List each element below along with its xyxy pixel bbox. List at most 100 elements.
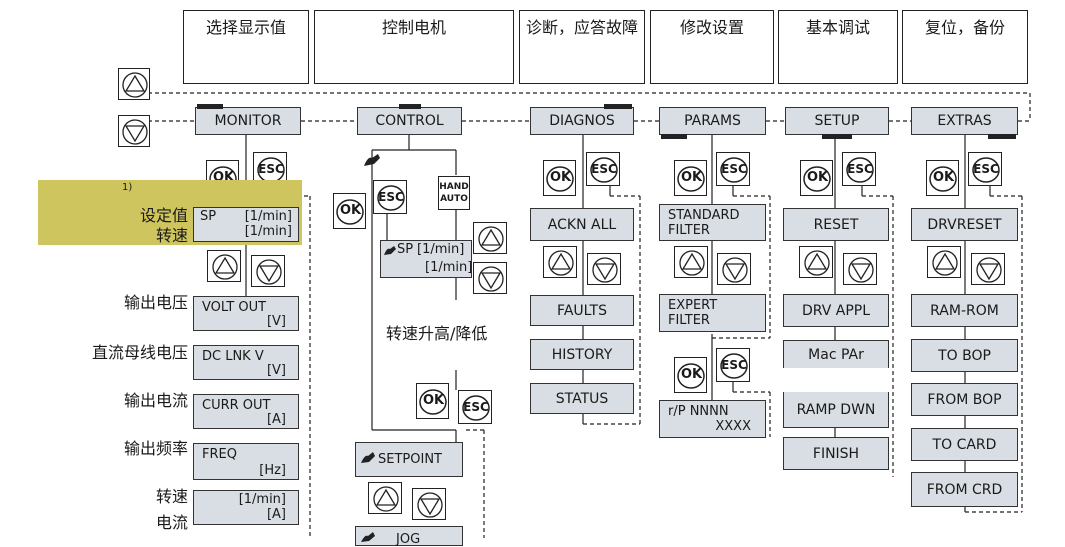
control-setpoint[interactable]: SETPOINT (355, 442, 463, 477)
esc-key-icon (377, 185, 405, 211)
diagnos-status[interactable]: STATUS (530, 383, 634, 414)
hand-auto-key-button[interactable]: HAND AUTO (438, 176, 470, 210)
monitor-dc-lnk[interactable]: DC LNK V [V] (193, 345, 299, 380)
esc-key-button[interactable]: ESC (842, 152, 876, 186)
header-label: 选择显示值 (205, 18, 286, 37)
header-label: 控制电机 (381, 18, 446, 37)
side-label-setpoint: 设定值 (139, 206, 188, 225)
up-key-button[interactable] (473, 222, 507, 254)
up-key-button[interactable] (799, 246, 833, 278)
extras-ram-rom[interactable]: RAM-ROM (911, 294, 1018, 327)
ok-key-button[interactable]: OK (674, 357, 707, 393)
diagnos-faults[interactable]: FAULTS (530, 295, 634, 326)
down-arrow-icon (122, 119, 148, 145)
header-label: 修改设置 (679, 18, 744, 37)
up-key-button[interactable] (118, 68, 150, 100)
ok-key-button[interactable]: OK (543, 160, 576, 196)
menu-params[interactable]: PARAMS (659, 107, 766, 135)
down-arrow-icon (848, 257, 874, 283)
header-modify-settings: 修改设置 (650, 10, 774, 84)
extras-drvreset[interactable]: DRVRESET (911, 208, 1018, 241)
ok-key-button[interactable]: OK (416, 383, 449, 419)
extras-to-bop[interactable]: TO BOP (911, 339, 1018, 372)
monitor-curr-out[interactable]: CURR OUT [A] (193, 394, 299, 429)
extras-from-crd[interactable]: FROM CRD (911, 472, 1018, 507)
monitor-volt-out[interactable]: VOLT OUT [V] (193, 296, 299, 331)
setup-finish[interactable]: FINISH (783, 437, 889, 470)
params-expert-filter[interactable]: EXPERT FILTER (659, 294, 766, 332)
up-key-button[interactable] (927, 246, 961, 278)
esc-key-button[interactable]: ESC (373, 180, 407, 214)
esc-key-button[interactable]: ESC (716, 348, 750, 382)
up-key-button[interactable] (674, 246, 708, 278)
menu-diagnos[interactable]: DIAGNOS (530, 107, 634, 135)
extras-to-card[interactable]: TO CARD (911, 428, 1018, 461)
item-label: FILTER (668, 223, 710, 238)
setup-reset[interactable]: RESET (783, 208, 889, 241)
menu-extras[interactable]: EXTRAS (911, 107, 1018, 135)
up-key-button[interactable] (207, 250, 241, 282)
monitor-sp-display[interactable]: SP [1/min] [1/min] (193, 207, 299, 242)
ok-key-button[interactable]: OK (333, 193, 366, 229)
auto-label: AUTO (440, 194, 468, 204)
up-key-button[interactable] (368, 482, 402, 514)
down-key-button[interactable] (473, 262, 507, 294)
menu-label: CONTROL (375, 113, 444, 129)
up-arrow-icon (122, 72, 148, 98)
setup-mac-par[interactable]: Mac PAr (783, 340, 889, 368)
side-label-output-current: 输出电流 (123, 391, 188, 410)
sp-unit: [1/min] (417, 242, 465, 257)
esc-key-icon (720, 157, 748, 183)
item-label: RAM-ROM (930, 302, 999, 319)
item-label: TO BOP (938, 347, 991, 364)
ok-label: OK (422, 393, 445, 408)
header-basic-commissioning: 基本调试 (778, 10, 898, 84)
esc-key-button[interactable]: ESC (716, 152, 750, 186)
item-label: ACKN ALL (547, 216, 617, 233)
sp-label: SP (200, 209, 217, 224)
ok-label: OK (680, 170, 703, 185)
menu-label: PARAMS (684, 113, 741, 129)
down-key-button[interactable] (118, 115, 150, 147)
esc-key-button[interactable]: ESC (968, 152, 1002, 186)
diagnos-ackn-all[interactable]: ACKN ALL (530, 208, 634, 241)
down-key-button[interactable] (717, 253, 751, 285)
header-select-display: 选择显示值 (183, 10, 309, 84)
side-label-dc-voltage: 直流母线电压 (91, 343, 188, 362)
down-key-button[interactable] (587, 253, 621, 285)
up-arrow-icon (679, 250, 705, 276)
esc-key-icon (590, 157, 618, 183)
extras-from-bop[interactable]: FROM BOP (911, 383, 1018, 416)
header-label: 基本调试 (805, 18, 870, 37)
menu-control[interactable]: CONTROL (357, 107, 462, 135)
display-unit: [V] (266, 363, 286, 378)
down-arrow-icon (478, 266, 504, 292)
ok-key-button[interactable]: OK (674, 160, 707, 196)
setup-drv-appl[interactable]: DRV APPL (783, 294, 889, 327)
control-jog[interactable]: JOG (355, 526, 463, 547)
esc-label: ESC (378, 190, 404, 204)
esc-key-button[interactable]: ESC (458, 390, 492, 424)
setup-ramp-dwn[interactable]: RAMP DWN (783, 392, 889, 428)
up-key-button[interactable] (543, 246, 577, 278)
menu-label: DIAGNOS (549, 113, 615, 129)
menu-monitor[interactable]: MONITOR (195, 107, 301, 135)
monitor-speed-current[interactable]: [1/min] [A] (193, 490, 299, 525)
down-key-button[interactable] (251, 255, 285, 287)
monitor-freq[interactable]: FREQ [Hz] (193, 443, 299, 480)
display-label: FREQ (202, 447, 237, 462)
side-label-output-frequency: 输出频率 (123, 439, 188, 458)
ok-key-button[interactable]: OK (926, 160, 959, 196)
down-key-button[interactable] (412, 488, 446, 520)
esc-key-button[interactable]: ESC (586, 152, 620, 186)
side-label-current: 电流 (155, 513, 188, 532)
down-key-button[interactable] (971, 253, 1005, 285)
diagnos-history[interactable]: HISTORY (530, 339, 634, 370)
display-label: DC LNK V (202, 349, 264, 364)
down-key-button[interactable] (843, 253, 877, 285)
params-rp-display[interactable]: r/P NNNN XXXX (659, 400, 766, 438)
menu-setup[interactable]: SETUP (785, 107, 889, 135)
control-sp-display[interactable]: SP [1/min] [1/min] (380, 240, 472, 278)
ok-key-button[interactable]: OK (800, 160, 833, 196)
params-standard-filter[interactable]: STANDARD FILTER (659, 204, 766, 241)
